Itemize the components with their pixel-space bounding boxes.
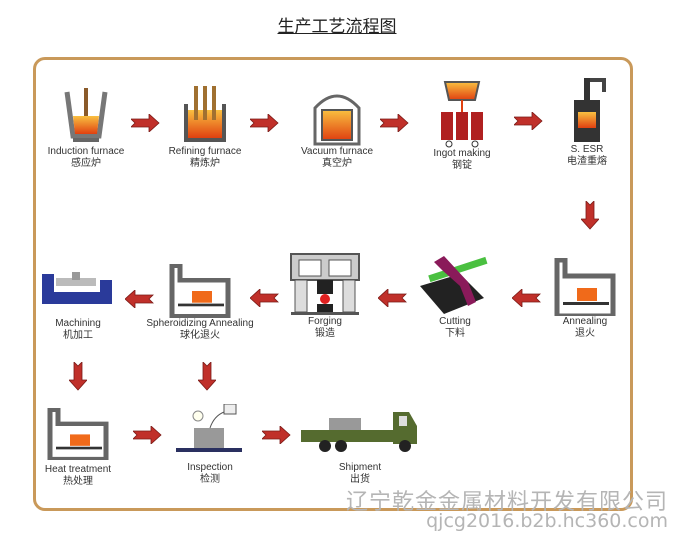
step-label-en: Cutting (439, 316, 471, 327)
spheroidizing-furnace-icon (166, 264, 234, 318)
cutting-saw-icon (420, 256, 488, 314)
vacuum-furnace-icon (313, 94, 361, 146)
annealing-furnace-icon (551, 258, 619, 316)
step-label-zh: 电渣重熔 (567, 156, 607, 167)
arrow-right (133, 426, 162, 444)
arrow-down (581, 201, 599, 230)
heat-treatment-furnace-icon (44, 408, 112, 460)
step-heat-treatment: Heat treatment 热处理 (13, 408, 143, 488)
step-label-zh: 检测 (200, 474, 220, 485)
step-machining: Machining 机加工 (13, 270, 143, 342)
step-label-en: Vacuum furnace (300, 146, 374, 157)
watermark-url: qjcg2016.b2b.hc360.com (426, 510, 668, 532)
step-label-en: Forging (308, 316, 342, 327)
arrow-left (512, 289, 541, 307)
arrow-right (380, 114, 409, 132)
arrow-down (69, 362, 87, 391)
step-label-zh: 锻造 (315, 328, 335, 339)
step-annealing: Annealing 退火 (520, 258, 650, 340)
step-label-zh: 出货 (350, 474, 370, 485)
step-label-en: Refining furnace (168, 146, 242, 157)
step-forging: Forging 锻造 (260, 252, 390, 340)
refining-furnace-icon (184, 86, 226, 142)
esr-furnace-icon (574, 78, 606, 142)
step-cutting: Cutting 下料 (390, 252, 520, 340)
induction-furnace-icon (64, 88, 108, 142)
step-label-zh: 机加工 (63, 330, 93, 341)
step-induction-furnace: Induction furnace 感应炉 (21, 88, 151, 170)
step-label-zh: 钢锭 (452, 160, 472, 171)
step-ingot-making: Ingot making 钢锭 (397, 78, 527, 172)
step-label-en: Spheroidizing Annealing (146, 318, 254, 329)
step-label-zh: 感应炉 (71, 158, 101, 169)
step-spheroidizing-annealing: Spheroidizing Annealing 球化退火 (135, 264, 265, 342)
step-label-zh: 退火 (575, 328, 595, 339)
step-label-zh: 真空炉 (322, 158, 352, 169)
forging-press-icon (290, 253, 360, 315)
lathe-machine-icon (42, 272, 112, 304)
step-label-en: Induction furnace (47, 146, 125, 157)
shipment-truck-icon (301, 412, 417, 452)
arrow-right (250, 114, 279, 132)
arrow-right (514, 112, 543, 130)
flow-frame (33, 57, 633, 511)
ingot-making-icon (441, 81, 483, 148)
watermark-company: 辽宁乾金金属材料开发有限公司 (345, 490, 668, 515)
arrow-down (198, 362, 216, 391)
arrow-left (125, 290, 154, 308)
step-label-en: Ingot making (433, 148, 491, 159)
step-vacuum-furnace: Vacuum furnace 真空炉 (272, 88, 402, 170)
step-label-en: S. ESR (570, 144, 604, 155)
step-label-en: Annealing (562, 316, 608, 327)
diagram-title: 生产工艺流程图 (277, 17, 397, 37)
step-label-en: Machining (55, 318, 101, 329)
step-shipment: Shipment 出货 (295, 410, 425, 486)
step-label-zh: 下料 (445, 328, 465, 339)
step-label-zh: 精炼炉 (190, 158, 220, 169)
inspection-gauge-icon (176, 404, 242, 452)
step-label-zh: 热处理 (63, 476, 93, 487)
arrow-right (262, 426, 291, 444)
step-esr: S. ESR 电渣重熔 (522, 78, 652, 168)
step-label-zh: 球化退火 (180, 330, 220, 341)
arrow-right (131, 114, 160, 132)
step-refining-furnace: Refining furnace 精炼炉 (140, 86, 270, 170)
step-inspection: Inspection 检测 (145, 404, 275, 486)
step-label-en: Heat treatment (44, 464, 112, 475)
arrow-left (378, 289, 407, 307)
step-label-en: Shipment (338, 462, 382, 473)
arrow-left (250, 289, 279, 307)
step-label-en: Inspection (187, 462, 233, 473)
